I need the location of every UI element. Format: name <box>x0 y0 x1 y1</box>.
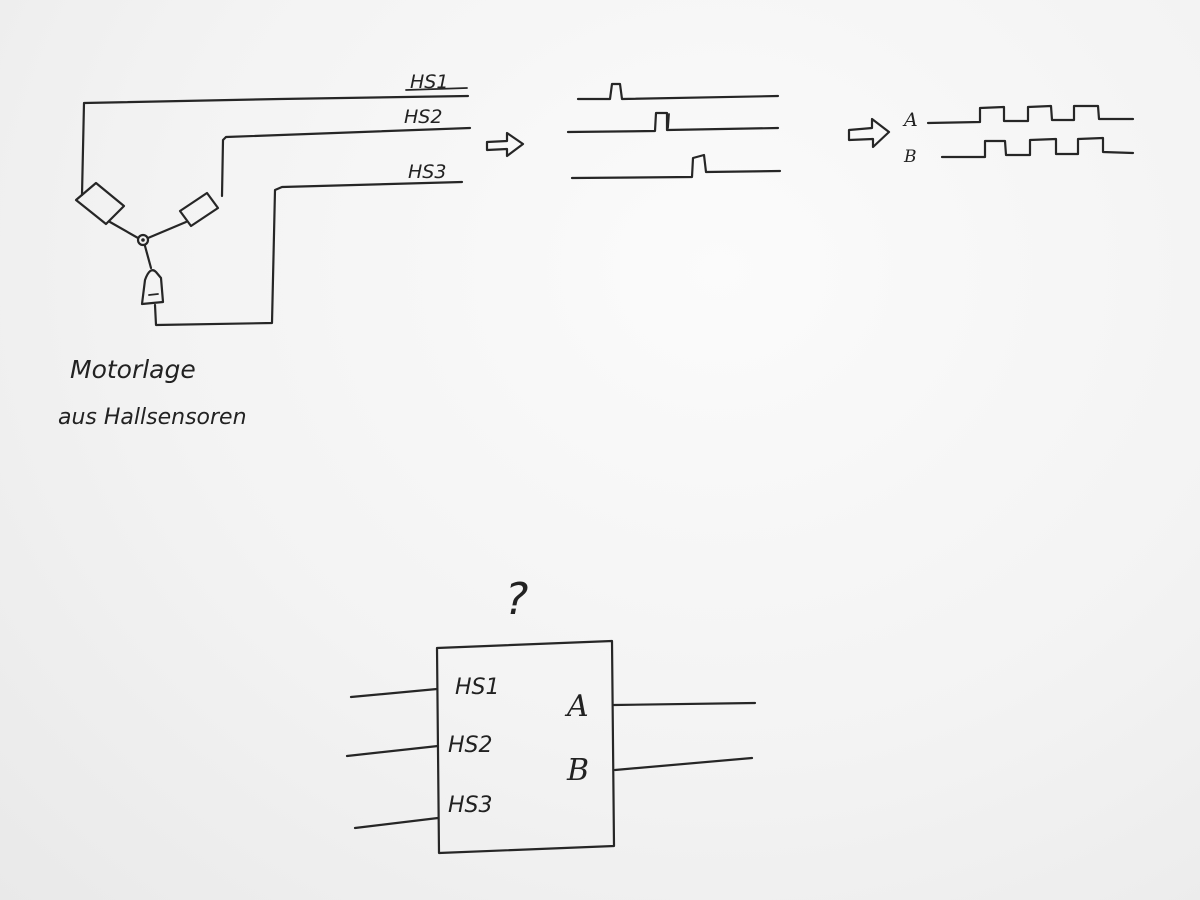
wire-hs2 <box>220 126 472 198</box>
label-hs3: HS3 <box>408 161 446 183</box>
hall-pulse-waveforms <box>566 82 782 180</box>
question-mark: ? <box>505 574 528 625</box>
label-hs2: HS2 <box>404 106 442 128</box>
motor-hall-sensor-sketch: HS1 HS2 HS3 Motorlage aus Hallsensoren <box>58 71 472 430</box>
label-hs1: HS1 <box>410 71 448 93</box>
hall-sensor-2 <box>178 191 220 228</box>
quadrature-wave-a <box>926 104 1135 125</box>
pulse-wave-hs1 <box>576 82 780 101</box>
quadrature-wave-b <box>940 136 1135 159</box>
sensor-2-leg <box>146 220 188 240</box>
input-line-hs1 <box>349 687 439 699</box>
pulse-wave-hs2 <box>566 111 780 134</box>
sensor-1-leg <box>108 220 140 240</box>
wire-hs1 <box>80 94 470 197</box>
pulse-wave-hs2-edge <box>667 113 670 129</box>
block-input-hs3: HS3 <box>448 793 493 818</box>
block-output-a: A <box>564 689 589 724</box>
output-line-a <box>612 701 757 707</box>
label-hs1-underline <box>405 87 468 91</box>
caption-motorlage: Motorlage <box>70 355 196 384</box>
converter-box-outline <box>435 639 616 855</box>
block-input-hs2: HS2 <box>448 733 493 758</box>
wire-hs3 <box>153 180 464 327</box>
caption-hallsensoren: aus Hallsensoren <box>58 405 247 430</box>
block-input-hs1: HS1 <box>455 675 500 700</box>
sensor-3-mark <box>148 293 159 296</box>
pulse-wave-hs3 <box>570 153 782 180</box>
hall-sensor-1 <box>74 181 126 226</box>
arrow-right-icon-2 <box>847 117 891 149</box>
input-line-hs2 <box>345 744 440 758</box>
hall-sensor-3 <box>140 269 165 306</box>
sensor-3-leg <box>143 244 153 270</box>
label-output-b: B <box>903 147 917 167</box>
output-line-b <box>613 756 754 772</box>
label-output-a: A <box>902 109 918 131</box>
rotor-hub-center <box>141 238 145 242</box>
arrow-right-icon <box>485 131 525 158</box>
block-output-b: B <box>566 753 589 788</box>
encoder-ab-waveforms: A B <box>902 104 1135 167</box>
converter-block: HS1 HS2 HS3 A B <box>345 639 757 855</box>
input-line-hs3 <box>353 816 440 830</box>
rotor-hub <box>136 233 150 247</box>
